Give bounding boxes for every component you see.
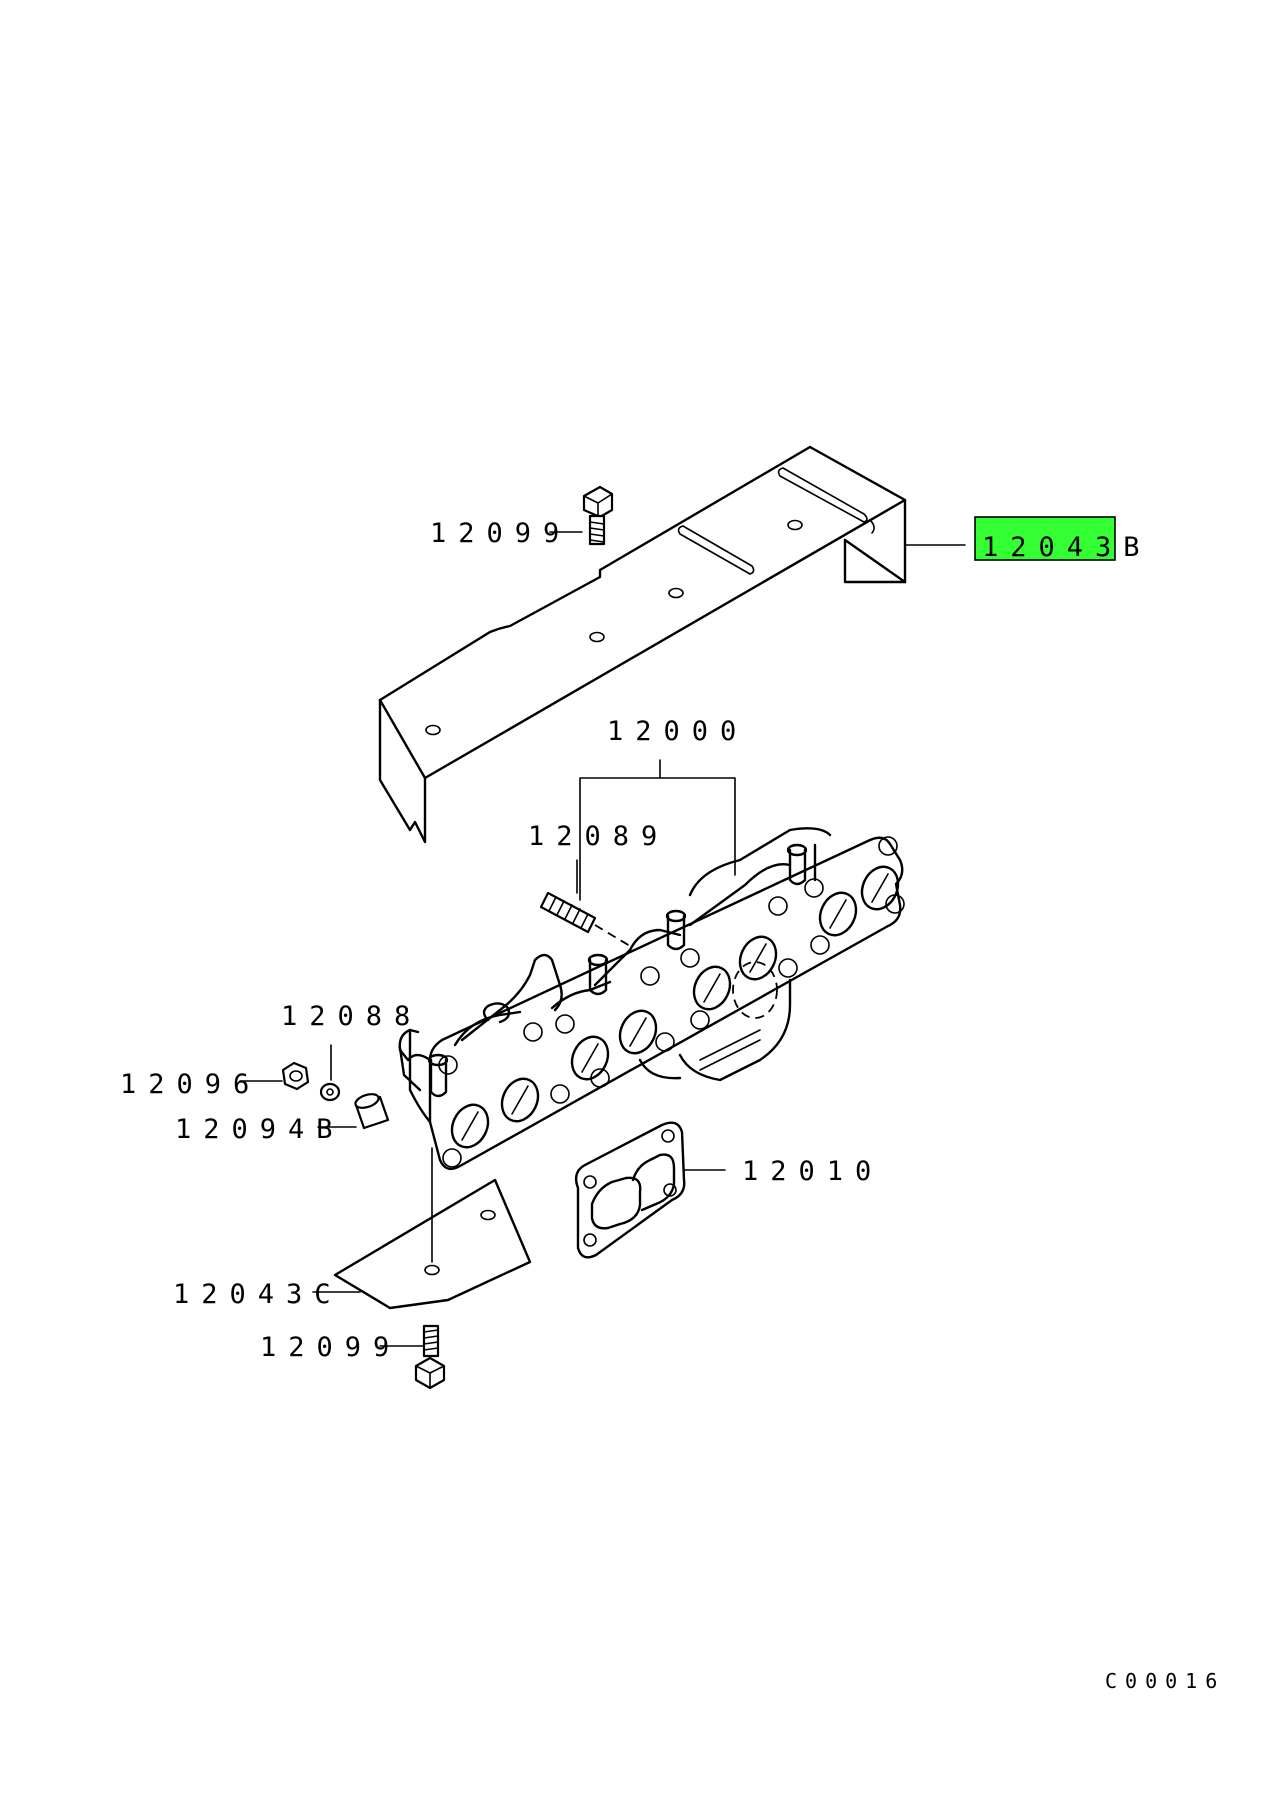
callout-12088[interactable]: 12088 — [281, 1001, 422, 1032]
callout-12099-bottom[interactable]: 12099 — [260, 1332, 401, 1363]
spacer[interactable] — [354, 1092, 390, 1130]
exhaust-manifold[interactable] — [398, 827, 905, 1171]
bolt-top[interactable] — [582, 485, 614, 546]
drawing-code: C00016 — [1105, 1669, 1225, 1693]
leader-lines — [239, 531, 966, 1347]
bolt-bottom[interactable] — [414, 1324, 446, 1390]
callout-12043B[interactable]: 12043B — [982, 532, 1152, 563]
callout-12094B[interactable]: 12094B — [175, 1114, 345, 1145]
lower-heat-shield[interactable] — [333, 1178, 532, 1310]
callout-12099-top[interactable]: 12099 — [430, 518, 571, 549]
callout-12010[interactable]: 12010 — [742, 1156, 883, 1187]
nut[interactable] — [281, 1061, 310, 1091]
stud[interactable] — [539, 891, 631, 947]
washer[interactable] — [319, 1082, 341, 1102]
callout-12096[interactable]: 12096 — [120, 1069, 261, 1100]
highlight-box-12043B — [974, 516, 1116, 561]
callout-12000[interactable]: 12000 — [607, 716, 748, 747]
callout-12089[interactable]: 12089 — [528, 821, 669, 852]
callout-12043C[interactable]: 12043C — [173, 1279, 343, 1310]
upper-heat-shield[interactable] — [378, 445, 907, 844]
manifold-gasket[interactable] — [574, 1121, 686, 1259]
